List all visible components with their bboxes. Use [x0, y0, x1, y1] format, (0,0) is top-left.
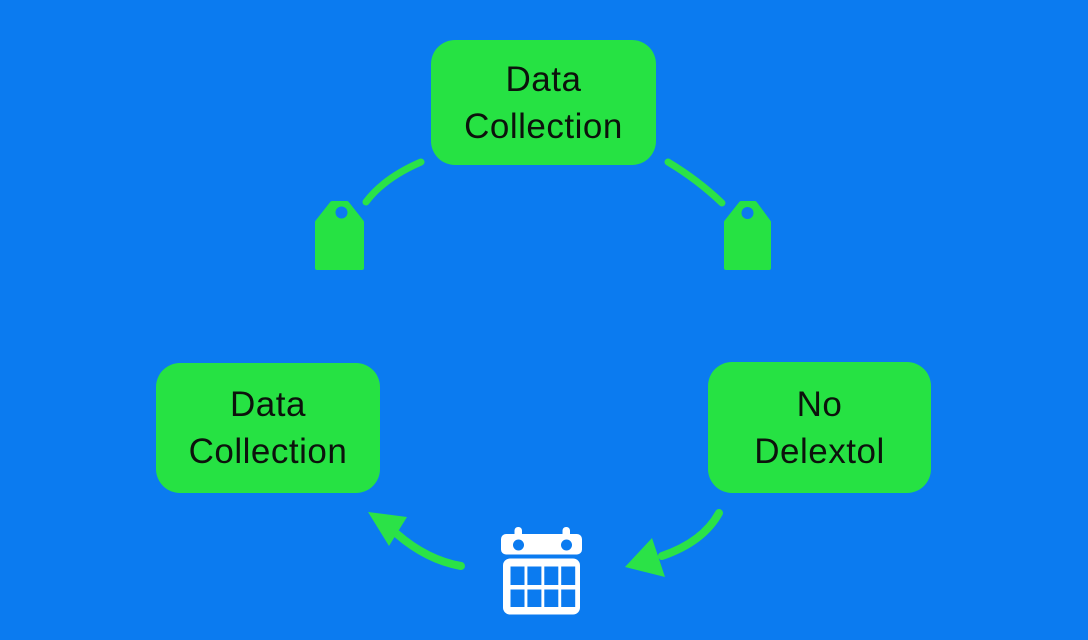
node-label-line: Data	[230, 385, 306, 424]
tag-icon	[315, 201, 364, 270]
node-no-delextol: No Delextol	[708, 362, 931, 493]
node-label-line: Collection	[464, 106, 623, 146]
node-label-line: Delextol	[754, 431, 885, 471]
connector-arc-top-right	[664, 158, 726, 207]
arrow-right-node-to-calendar	[625, 509, 723, 577]
connector-arc-top-left	[362, 158, 425, 206]
node-data-collection-left: Data Collection	[156, 363, 380, 493]
tag-icon	[724, 201, 771, 270]
calendar-icon	[501, 527, 582, 615]
node-label-line: No	[796, 384, 843, 424]
node-data-collection-top: Data Collection	[431, 40, 656, 165]
node-label-line: Collection	[188, 432, 348, 471]
node-label-line: Data	[505, 59, 582, 99]
arrow-calendar-to-left-node	[368, 512, 465, 570]
